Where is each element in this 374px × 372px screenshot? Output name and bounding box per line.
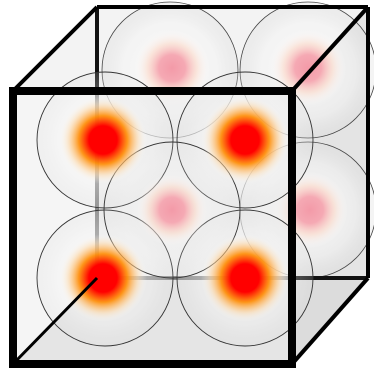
edge-bottom-left-diag bbox=[11, 276, 99, 366]
front-atom-bottom-left bbox=[59, 234, 147, 322]
edge-bottom-right-diag bbox=[290, 276, 370, 366]
front-atom-glows bbox=[59, 96, 289, 322]
front-face-center-atom bbox=[136, 174, 208, 246]
front-atom-top-left bbox=[59, 96, 147, 184]
edge-top-left-diag bbox=[11, 5, 99, 93]
front-atom-bottom-right bbox=[201, 234, 289, 322]
front-atom-top-right bbox=[201, 96, 289, 184]
front-face-outline bbox=[9, 87, 296, 368]
visible-edges bbox=[9, 5, 370, 368]
edge-top-right-diag bbox=[290, 5, 370, 93]
